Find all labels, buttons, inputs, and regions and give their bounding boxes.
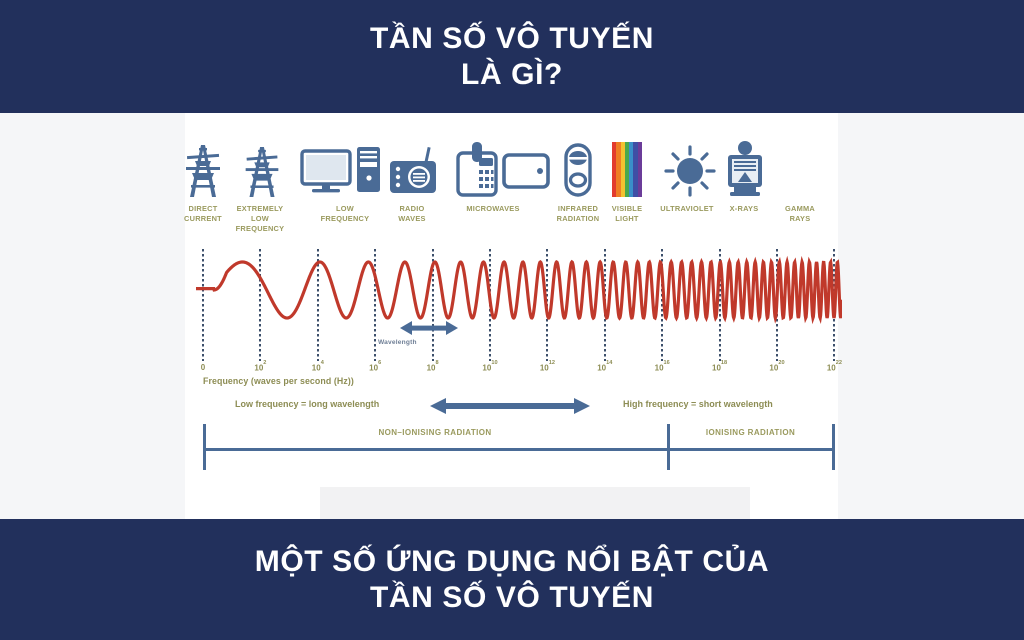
bottom-title-line-2: TẦN SỐ VÔ TUYẾN — [369, 580, 655, 614]
frequency-tick-5: 1010 — [482, 360, 498, 373]
radiation-icon — [798, 193, 802, 197]
rainbow-bars — [612, 142, 642, 197]
power-pylon-icon — [243, 147, 281, 197]
power-pylon-icon — [185, 145, 221, 197]
category-label-x-rays: X-RAYS — [729, 204, 759, 213]
spectrum-wave — [196, 255, 842, 325]
frequency-tick-4: 108 — [426, 360, 439, 373]
gridline-4 — [431, 249, 434, 361]
gridline-2 — [316, 249, 319, 361]
category-label-extremely-low-frequency: EXTREMELY LOW FREQUENCY — [235, 204, 285, 233]
category-icon-gamma-rays — [778, 137, 822, 197]
rainbow-icon — [612, 142, 642, 197]
frequency-tick-1: 102 — [254, 360, 267, 373]
bottom-title-banner: MỘT SỐ ỨNG DỤNG NỔI BẬT CỦA TẦN SỐ VÔ TU… — [0, 519, 1024, 640]
category-label-direct-current: DIRECT CURRENT — [184, 204, 222, 223]
xray-machine-icon — [724, 141, 766, 197]
category-icon-infrared-radiation — [556, 137, 600, 197]
category-label-gamma-rays: GAMMA RAYS — [785, 204, 815, 223]
category-label-visible-light: VISIBLE LIGHT — [611, 204, 643, 223]
gridline-8 — [661, 249, 664, 361]
bottom-title-line-1: MỘT SỐ ỨNG DỤNG NỔI BẬT CỦA — [254, 545, 770, 579]
low-frequency-note: Low frequency = long wavelength — [235, 399, 380, 409]
bracket-tick-left — [203, 424, 206, 470]
frequency-tick-0: 0 — [200, 363, 206, 372]
bracket-label-ionising: IONISING RADIATION — [705, 428, 796, 437]
microwave-icon — [454, 141, 550, 197]
frequency-tick-6: 1012 — [539, 360, 555, 373]
frequency-axis-caption: Frequency (waves per second (Hz)) — [203, 376, 354, 386]
frequency-tick-2: 104 — [311, 360, 324, 373]
category-icon-low-frequency — [298, 137, 384, 197]
bracket-tick-right — [832, 424, 835, 470]
frequency-tick-8: 1016 — [654, 360, 670, 373]
top-title-banner: TẦN SỐ VÔ TUYẾN LÀ GÌ? — [0, 0, 1024, 113]
top-title-line-1: TẦN SỐ VÔ TUYẾN — [369, 22, 655, 56]
category-label-radio-waves: RADIO WAVES — [398, 204, 426, 223]
category-icon-x-rays — [722, 137, 768, 197]
category-icon-ultraviolet — [662, 137, 718, 197]
gridline-0 — [202, 249, 204, 361]
computer-icon — [300, 145, 382, 197]
frequency-tick-7: 1014 — [597, 360, 613, 373]
category-icon-extremely-low-frequency — [240, 137, 284, 197]
frequency-tick-11: 1022 — [826, 360, 842, 373]
frequency-tick-10: 1020 — [769, 360, 785, 373]
panel-bottom-strip — [320, 487, 750, 519]
category-label-low-frequency: LOW FREQUENCY — [320, 204, 370, 223]
frequency-direction-arrow-icon — [430, 398, 590, 414]
top-title-line-2: LÀ GÌ? — [461, 57, 563, 91]
gridline-9 — [718, 249, 721, 361]
wavelength-label: Wavelength — [378, 339, 417, 346]
wavelength-arrow-icon — [400, 321, 458, 335]
category-label-infrared-radiation: INFRARED RADIATION — [556, 204, 600, 223]
category-label-ultraviolet: ULTRAVIOLET — [660, 204, 714, 213]
bracket-tick-middle — [667, 424, 670, 470]
radio-icon — [388, 145, 440, 197]
rainbow-band-5 — [633, 142, 638, 197]
radiation-bracket: NON–IONISING RADIATION IONISING RADIATIO… — [203, 424, 835, 470]
rainbow-band-3 — [624, 142, 630, 197]
gridline-3 — [374, 249, 377, 361]
category-icon-visible-light — [605, 137, 649, 197]
category-label-microwaves: MICROWAVES — [466, 204, 520, 213]
rainbow-band-2 — [620, 142, 625, 197]
frequency-tick-3: 106 — [369, 360, 382, 373]
high-frequency-note: High frequency = short wavelength — [623, 399, 773, 409]
bracket-baseline — [203, 448, 835, 451]
remote-control-icon — [563, 143, 593, 197]
category-icon-radio-waves — [386, 137, 442, 197]
rainbow-band-0 — [612, 142, 617, 197]
rainbow-band-4 — [629, 142, 634, 197]
sun-icon — [664, 145, 716, 197]
rainbow-band-6 — [637, 142, 642, 197]
frequency-tick-9: 1018 — [712, 360, 728, 373]
rainbow-band-1 — [616, 142, 621, 197]
bracket-label-non-ionising: NON–IONISING RADIATION — [378, 428, 492, 437]
gridline-1 — [259, 249, 262, 361]
category-icon-microwaves — [452, 137, 552, 197]
category-icon-direct-current — [183, 137, 223, 197]
